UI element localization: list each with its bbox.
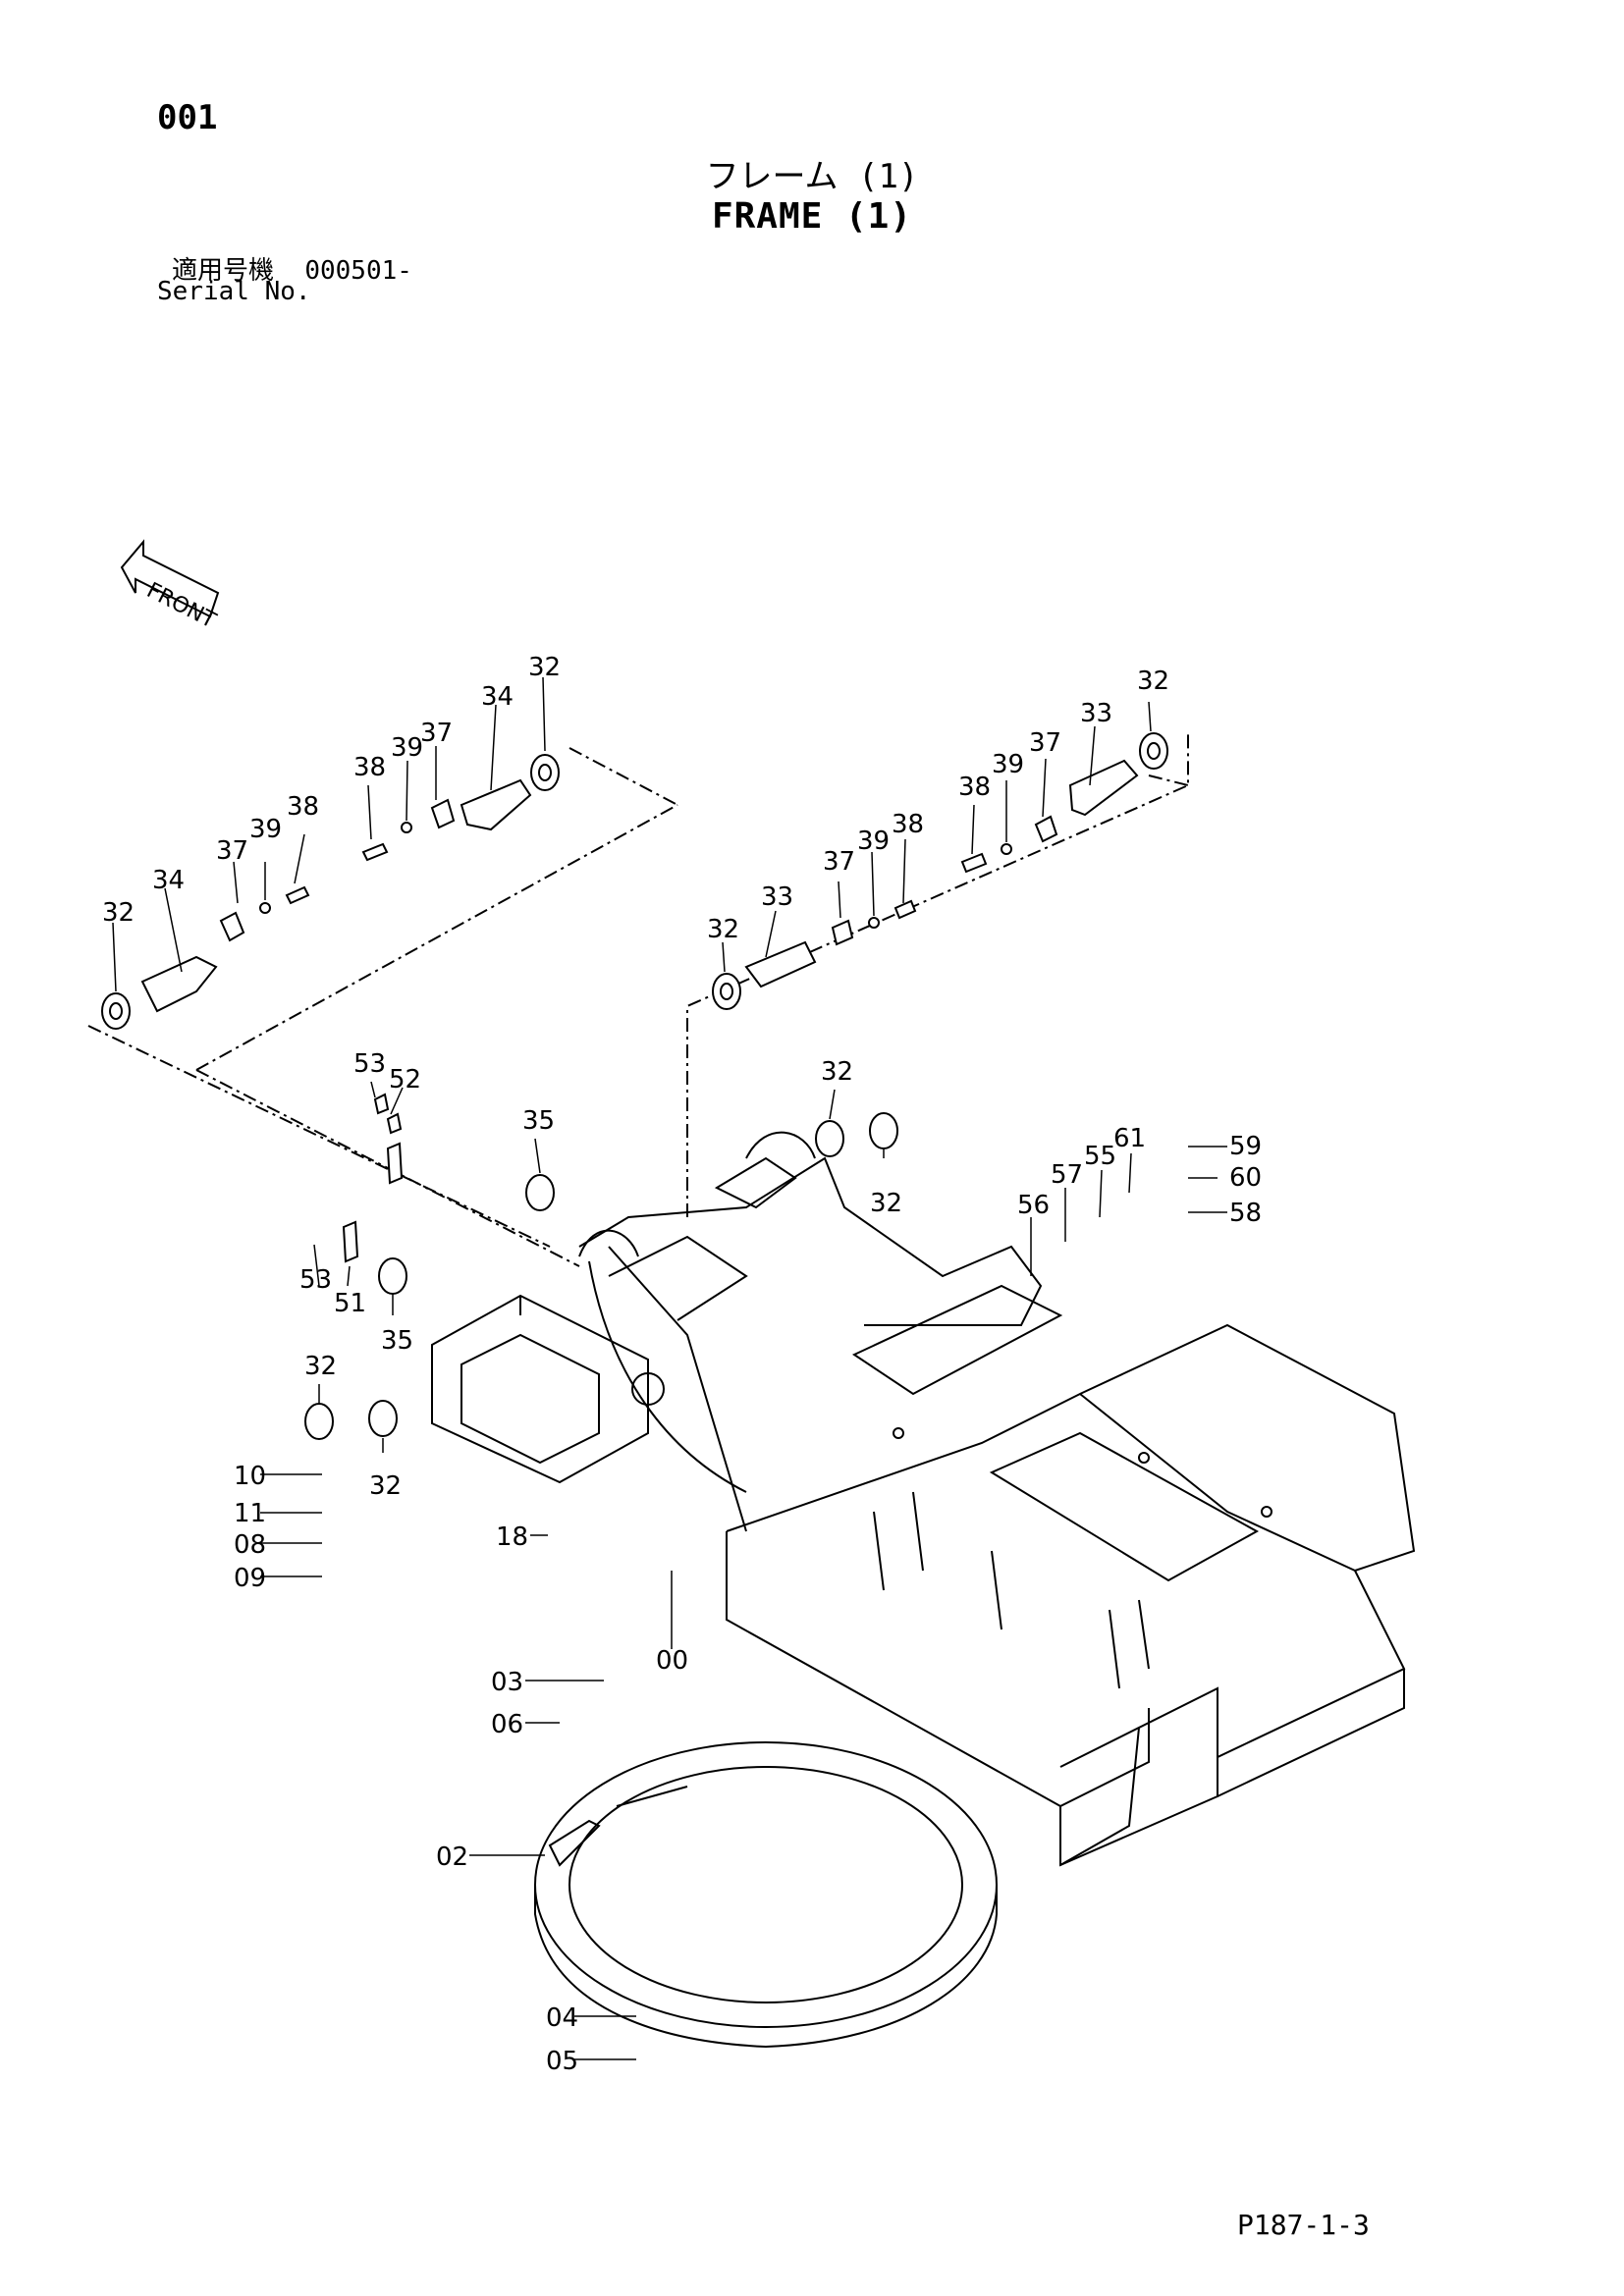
callouts: 32 34 37 39 38 32 34 37 39 38 32 33 37 3… (102, 653, 1262, 2076)
callout-56: 56 (1017, 1191, 1050, 1220)
callout-32-d: 32 (1137, 667, 1169, 696)
leader-lines (112, 676, 1227, 2060)
callout-33-a: 33 (761, 882, 793, 912)
callout-57: 57 (1051, 1160, 1083, 1190)
serial-label-en: Serial No. (157, 277, 311, 306)
slewing-ring (534, 1741, 998, 2049)
pin-parts (101, 732, 1168, 1030)
callout-11: 11 (234, 1499, 266, 1528)
callout-32-g: 32 (304, 1352, 337, 1381)
serial-value: 000501- (304, 256, 412, 286)
callout-10: 10 (234, 1462, 266, 1491)
callout-08: 08 (234, 1530, 266, 1560)
pin-34-upper (361, 754, 560, 862)
callout-05: 05 (546, 2047, 578, 2076)
callout-37-c: 37 (823, 847, 855, 877)
callout-52: 52 (389, 1065, 421, 1095)
callout-53-a: 53 (353, 1049, 386, 1079)
page-title: FRAME (1) (711, 196, 913, 237)
pin-33-right (960, 732, 1168, 874)
callout-55: 55 (1084, 1142, 1116, 1171)
callout-35-a: 35 (522, 1106, 555, 1136)
callout-32-a: 32 (102, 898, 135, 928)
callout-53-b: 53 (299, 1265, 332, 1295)
callout-59: 59 (1229, 1132, 1262, 1161)
boom-foot-parts (304, 1093, 898, 1440)
callout-61: 61 (1113, 1124, 1146, 1153)
callout-38-b: 38 (353, 753, 386, 782)
callout-60: 60 (1229, 1163, 1262, 1193)
pin-33-center (712, 899, 917, 1010)
callout-37-d: 37 (1029, 728, 1061, 758)
callout-39-d: 39 (992, 750, 1024, 779)
callout-35-b: 35 (381, 1326, 413, 1356)
callout-02: 02 (436, 1842, 468, 1872)
callout-32-h: 32 (369, 1471, 402, 1501)
callout-58: 58 (1229, 1199, 1262, 1228)
callout-18: 18 (496, 1522, 528, 1552)
callout-00: 00 (656, 1646, 688, 1676)
callout-32-e: 32 (821, 1057, 853, 1087)
callout-34-b: 34 (481, 682, 514, 712)
callout-51: 51 (334, 1289, 366, 1318)
callout-39-c: 39 (857, 827, 890, 856)
callout-39-a: 39 (249, 815, 282, 844)
callout-06: 06 (491, 1710, 523, 1739)
callout-04: 04 (546, 2003, 578, 2033)
pin-34-left (101, 885, 310, 1030)
title-japanese: フレーム (1) (705, 157, 919, 196)
callout-38-c: 38 (892, 810, 924, 839)
callout-32-c: 32 (707, 915, 739, 944)
callout-09: 09 (234, 1564, 266, 1593)
serial-range: 適用号機 000501- (172, 250, 412, 287)
callout-38-a: 38 (287, 792, 319, 822)
serial-label-jp: 適用号機 (172, 256, 275, 286)
page-reference: P187-1-3 (1237, 2209, 1370, 2241)
pin-assembly-guides (87, 731, 1189, 1267)
front-arrow-icon: FRONT (120, 539, 220, 634)
callout-39-b: 39 (391, 733, 423, 763)
callout-38-d: 38 (958, 773, 991, 802)
revolving-frame (431, 1131, 1416, 1867)
callout-34-a: 34 (152, 866, 185, 895)
callout-33-b: 33 (1080, 699, 1112, 728)
page-number: 001 (157, 98, 218, 137)
callout-32-f: 32 (870, 1189, 902, 1218)
callout-32-b: 32 (528, 653, 561, 682)
callout-03: 03 (491, 1668, 523, 1697)
front-arrow-label: FRONT (142, 578, 220, 634)
callout-37-b: 37 (420, 719, 453, 748)
callout-37-a: 37 (216, 836, 248, 866)
